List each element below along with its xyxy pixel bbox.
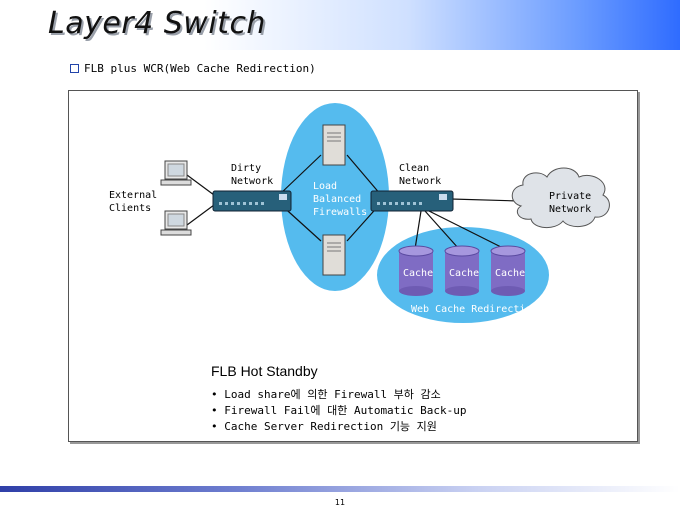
client-computer-icon — [160, 210, 192, 236]
private-network-label: Private Network — [549, 191, 592, 215]
external-clients-label: External Clients — [109, 190, 158, 214]
checkbox-bullet-icon — [70, 64, 79, 73]
clean-switch-icon — [370, 190, 454, 212]
title-banner — [0, 0, 680, 50]
network-links — [186, 154, 520, 250]
list-item: Firewall Fail에 대한 Automatic Back-up — [211, 403, 466, 419]
cache-label: Cache — [449, 268, 480, 279]
notes-list: Load share에 의한 Firewall 부하 감소 Firewall F… — [211, 387, 467, 435]
cache-server-icon — [444, 245, 480, 296]
cache-label: Cache — [495, 268, 526, 279]
diagram-panel: External Clients Dirty Network Clean Net… — [68, 90, 638, 442]
list-item: Cache Server Redirection 기능 지원 — [211, 419, 467, 435]
cache-server-icon — [398, 245, 434, 296]
page-number: 11 — [334, 498, 346, 507]
web-cache-redirection-label: Web Cache Redirection — [411, 304, 538, 315]
private-network-cloud-icon — [511, 167, 610, 228]
clean-network-label: Clean Network — [399, 163, 442, 187]
dirty-network-label: Dirty Network — [231, 163, 274, 187]
dirty-switch-icon — [212, 190, 292, 212]
cache-server-icon — [490, 245, 526, 296]
footer-bar — [0, 486, 680, 492]
subtitle: FLB plus WCR(Web Cache Redirection) — [70, 62, 316, 75]
network-diagram — [160, 103, 610, 323]
subtitle-text: FLB plus WCR(Web Cache Redirection) — [84, 62, 316, 75]
firewall-server-icon — [322, 234, 346, 276]
load-balanced-firewalls-label: Load Balanced Firewalls — [313, 181, 368, 218]
client-computer-icon — [160, 160, 192, 186]
notes-title: FLB Hot Standby — [211, 363, 318, 379]
cache-label: Cache — [403, 268, 434, 279]
list-item: Load share에 의한 Firewall 부하 감소 — [211, 387, 467, 403]
page-title: Layer4 Switch — [48, 6, 266, 41]
firewall-server-icon — [322, 124, 346, 166]
firewall-group-ellipse — [281, 103, 389, 291]
